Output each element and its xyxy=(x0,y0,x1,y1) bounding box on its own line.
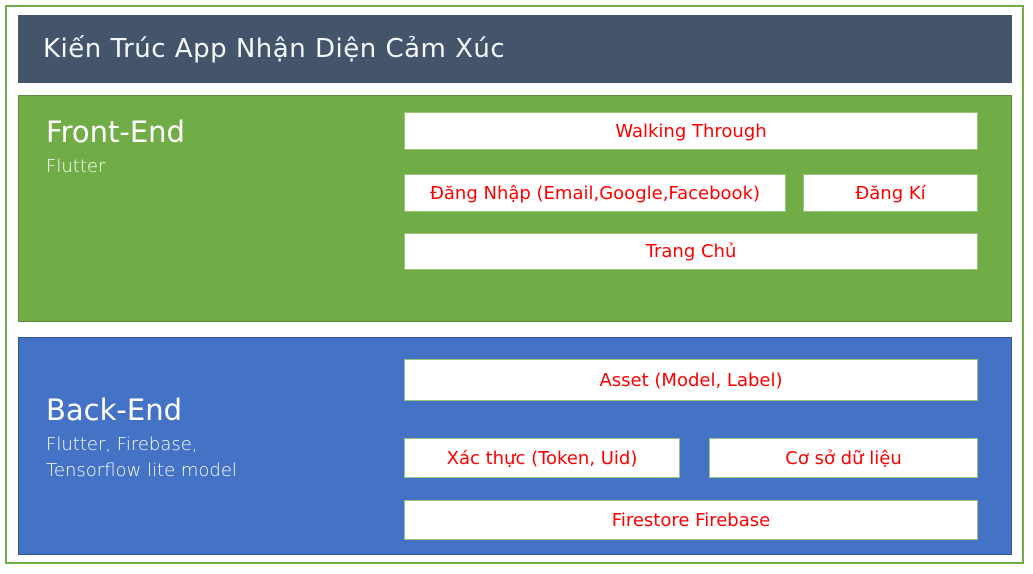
node-dang-ki: Đăng Kí xyxy=(803,174,978,212)
backend-sublabel-line-1: Flutter, Firebase, xyxy=(46,434,198,456)
backend-layer-head: Back-End Flutter, Firebase, Tensorflow l… xyxy=(46,393,237,485)
node-trang-chu: Trang Chủ xyxy=(404,233,978,270)
node-firestore-firebase: Firestore Firebase xyxy=(404,500,978,540)
node-xac-thuc: Xác thực (Token, Uid) xyxy=(404,438,680,478)
frontend-layer-head: Front-End Flutter xyxy=(46,115,185,180)
diagram-title: Kiến Trúc App Nhận Diện Cảm Xúc xyxy=(43,34,506,64)
diagram-title-bar: Kiến Trúc App Nhận Diện Cảm Xúc xyxy=(18,15,1012,83)
frontend-layer-label: Front-End xyxy=(46,115,185,149)
node-co-so-du-lieu: Cơ sở dữ liệu xyxy=(709,438,978,478)
node-asset-model-label: Asset (Model, Label) xyxy=(404,359,978,401)
node-dang-nhap: Đăng Nhập (Email,Google,Facebook) xyxy=(404,174,786,212)
backend-sublabel-line-2: Tensorflow lite model xyxy=(46,460,237,482)
backend-layer-sublabel: Flutter, Firebase, Tensorflow lite model xyxy=(46,432,237,484)
backend-layer-label: Back-End xyxy=(46,393,182,427)
frontend-layer-sublabel: Flutter xyxy=(46,156,106,178)
node-walking-through: Walking Through xyxy=(404,112,978,150)
